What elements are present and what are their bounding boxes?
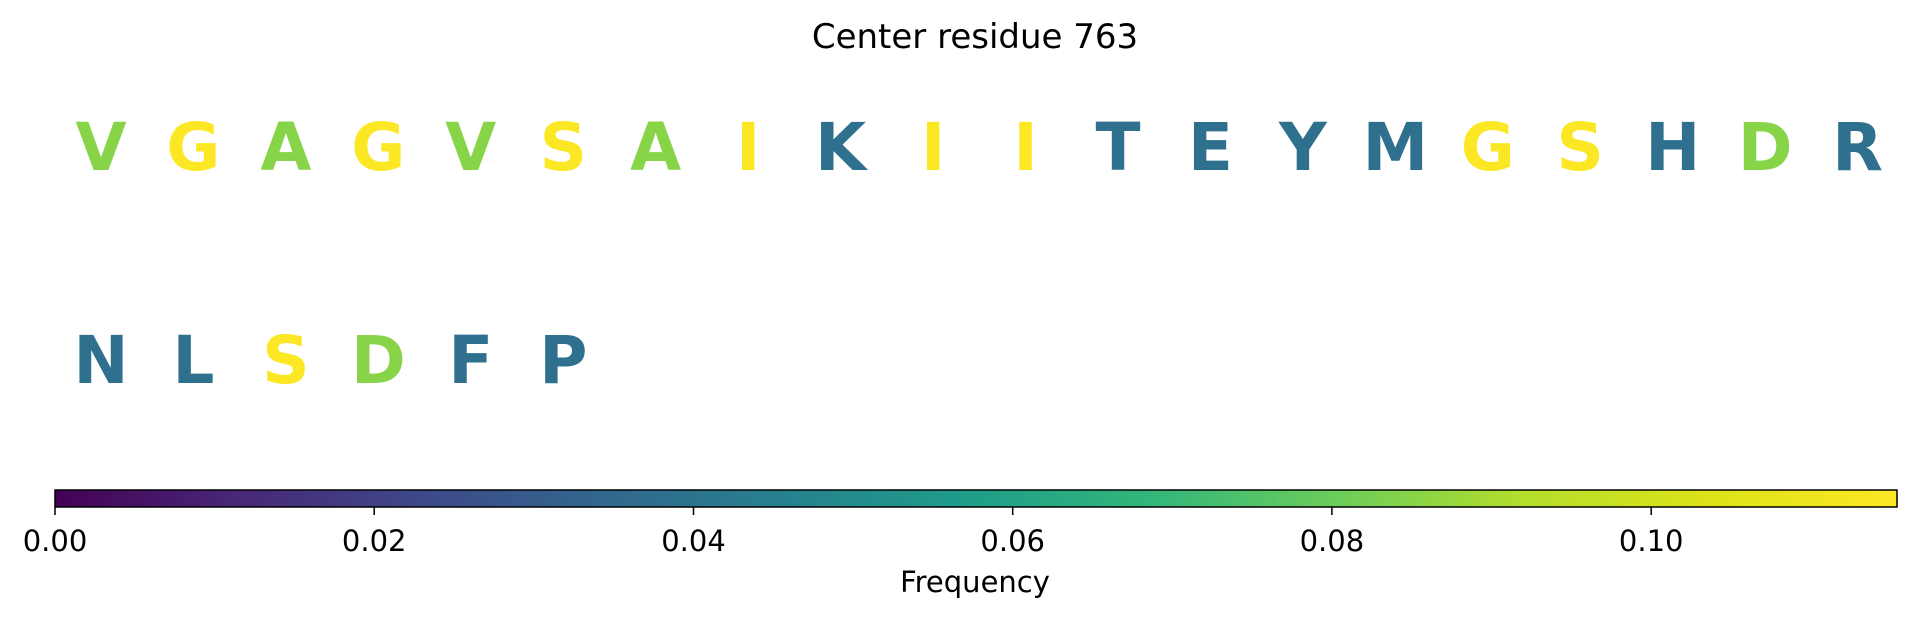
colorbar-tick-label: 0.10 [1619, 524, 1684, 558]
logo-letter: I [1013, 109, 1038, 186]
logo-letter: V [445, 109, 496, 186]
logo-letter: S [1556, 109, 1604, 186]
logo-letter: Y [1278, 109, 1328, 186]
colorbar-tick-label: 0.06 [980, 524, 1045, 558]
colorbar: 0.00 0.02 0.04 0.06 0.08 0.10 Frequency [23, 489, 1898, 599]
logo-letter: S [262, 322, 310, 399]
logo-letter: N [73, 322, 128, 399]
colorbar-tick-label: 0.02 [342, 524, 407, 558]
logo-letter: F [448, 322, 493, 399]
logo-letter: L [172, 322, 214, 399]
logo-letter: A [630, 109, 681, 186]
logo-letter: V [75, 109, 126, 186]
logo-letter: P [539, 322, 587, 399]
colorbar-gradient [54, 489, 1898, 508]
logo-letter: I [736, 109, 761, 186]
logo-letter: M [1362, 109, 1428, 186]
colorbar-label: Frequency [900, 565, 1050, 599]
logo-letter: D [1738, 109, 1793, 186]
colorbar-tick-label: 0.04 [661, 524, 726, 558]
logo-letter: G [1461, 109, 1515, 186]
colorbar-tick-label: 0.00 [23, 524, 88, 558]
logo-letter: H [1645, 109, 1700, 186]
logo-letter: E [1188, 109, 1233, 186]
logo-letter: R [1832, 109, 1883, 186]
chart-title: Center residue 763 [812, 17, 1138, 57]
logo-letter: A [260, 109, 311, 186]
colorbar-tick-label: 0.08 [1300, 524, 1365, 558]
logo-letter: G [351, 109, 405, 186]
logo-letter: T [1095, 109, 1140, 186]
logo-letter: D [351, 322, 406, 399]
logo-letter: I [921, 109, 946, 186]
logo-letter: K [815, 109, 869, 186]
colorbar-ticks: 0.00 0.02 0.04 0.06 0.08 0.10 [23, 507, 1684, 558]
logo-letter: G [166, 109, 220, 186]
logo-letter: S [540, 109, 588, 186]
